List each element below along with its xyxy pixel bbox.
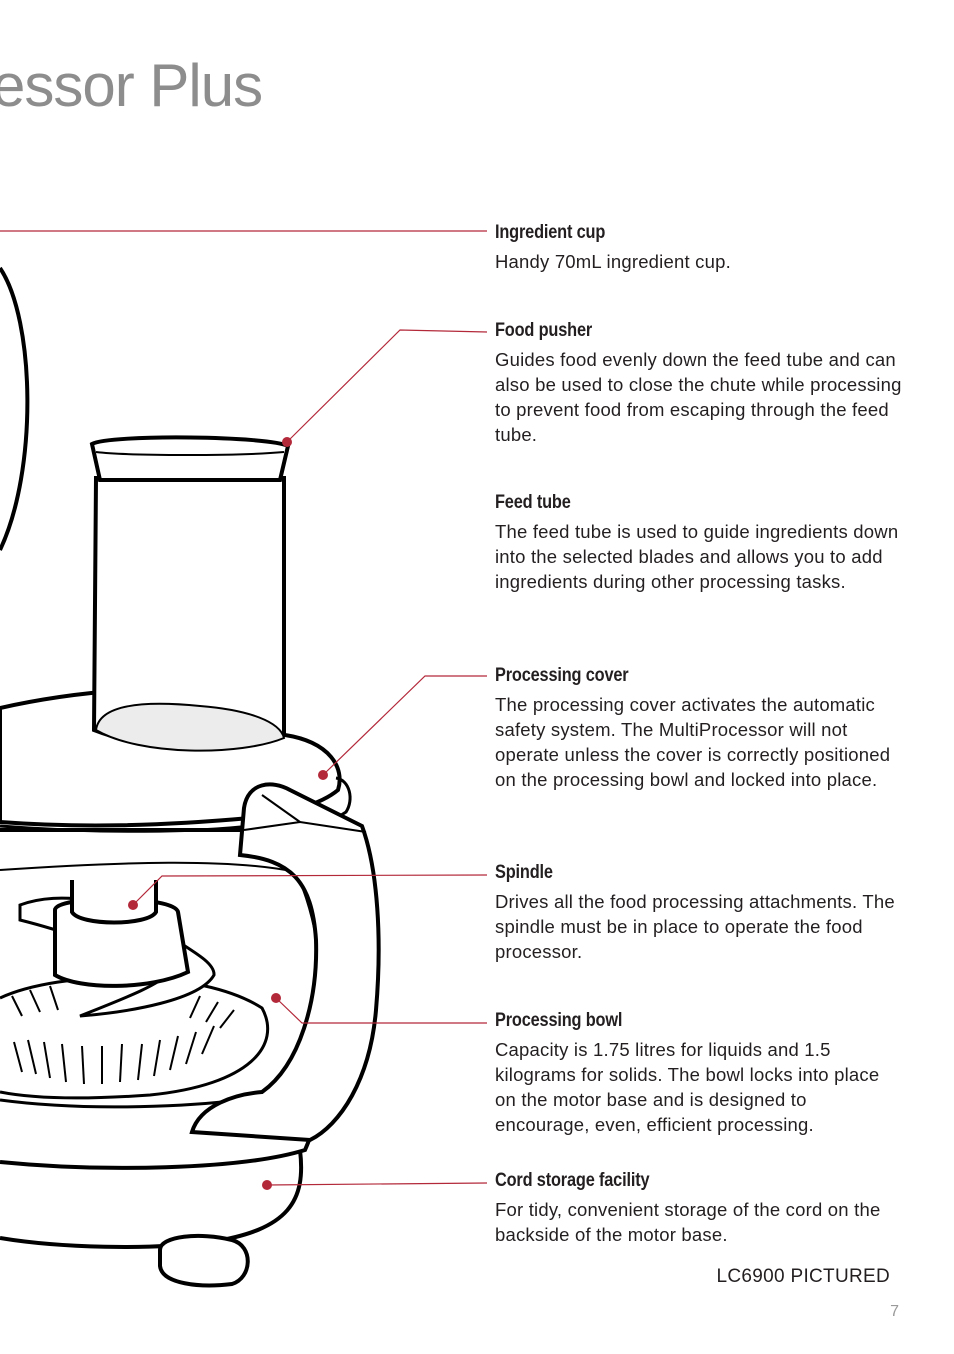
dot-processing-cover	[318, 770, 328, 780]
dot-cord-storage	[262, 1180, 272, 1190]
leader-spindle	[132, 874, 488, 906]
callout-spindle: Spindle Drives all the food processing a…	[495, 862, 905, 964]
model-caption: LC6900 PICTURED	[716, 1266, 890, 1287]
handle-inner-2	[261, 794, 301, 823]
callout-title: Ingredient cup	[495, 222, 606, 243]
callout-ingredient-cup: Ingredient cup Handy 70mL ingredient cup…	[495, 222, 905, 274]
callout-title: Cord storage facility	[495, 1170, 650, 1191]
callout-title: Processing bowl	[495, 1010, 623, 1031]
callout-text: Guides food evenly down the feed tube an…	[495, 349, 902, 445]
leader-processing-cover	[322, 675, 487, 776]
callout-text: Capacity is 1.75 litres for liquids and …	[495, 1039, 880, 1135]
cover-rim	[0, 824, 251, 833]
leader-processing-bowl	[275, 997, 487, 1024]
callout-leaders	[0, 230, 488, 1186]
ingredient-cup-outline	[0, 266, 30, 551]
dot-food-pusher	[282, 437, 292, 447]
callout-processing-bowl: Processing bowl Capacity is 1.75 litres …	[495, 1010, 905, 1137]
grater-slots	[11, 985, 235, 1085]
callout-feed-tube: Feed tube The feed tube is used to guide…	[495, 492, 905, 594]
dot-processing-bowl	[271, 993, 281, 1003]
callout-text: The feed tube is used to guide ingredien…	[495, 521, 899, 592]
callout-food-pusher: Food pusher Guides food evenly down the …	[495, 320, 905, 447]
callout-title: Feed tube	[495, 492, 571, 513]
callout-cord-storage: Cord storage facility For tidy, convenie…	[495, 1170, 905, 1247]
callout-text: Handy 70mL ingredient cup.	[495, 251, 731, 272]
leader-cord-storage	[266, 1182, 488, 1186]
food-pusher-rim	[95, 451, 285, 456]
food-pusher-outline	[89, 435, 291, 482]
callout-title: Processing cover	[495, 665, 629, 686]
page-title: essor Plus	[0, 52, 263, 119]
callout-text: Drives all the food processing attachmen…	[495, 891, 895, 962]
spindle-top	[70, 880, 158, 925]
leader-food-pusher	[286, 329, 488, 443]
page-number: 7	[890, 1303, 899, 1320]
callout-processing-cover: Processing cover The processing cover ac…	[495, 665, 905, 792]
callout-title: Food pusher	[495, 320, 593, 341]
cover-lock-tab	[329, 776, 352, 824]
bowl-handle	[189, 782, 381, 1143]
callout-text: For tidy, convenient storage of the cord…	[495, 1199, 881, 1245]
feed-tube-opening	[94, 702, 286, 752]
callout-dots	[128, 437, 328, 1190]
callout-title: Spindle	[495, 862, 553, 883]
callout-text: The processing cover activates the autom…	[495, 694, 891, 790]
dot-spindle	[128, 900, 138, 910]
base-foot	[158, 1233, 250, 1288]
